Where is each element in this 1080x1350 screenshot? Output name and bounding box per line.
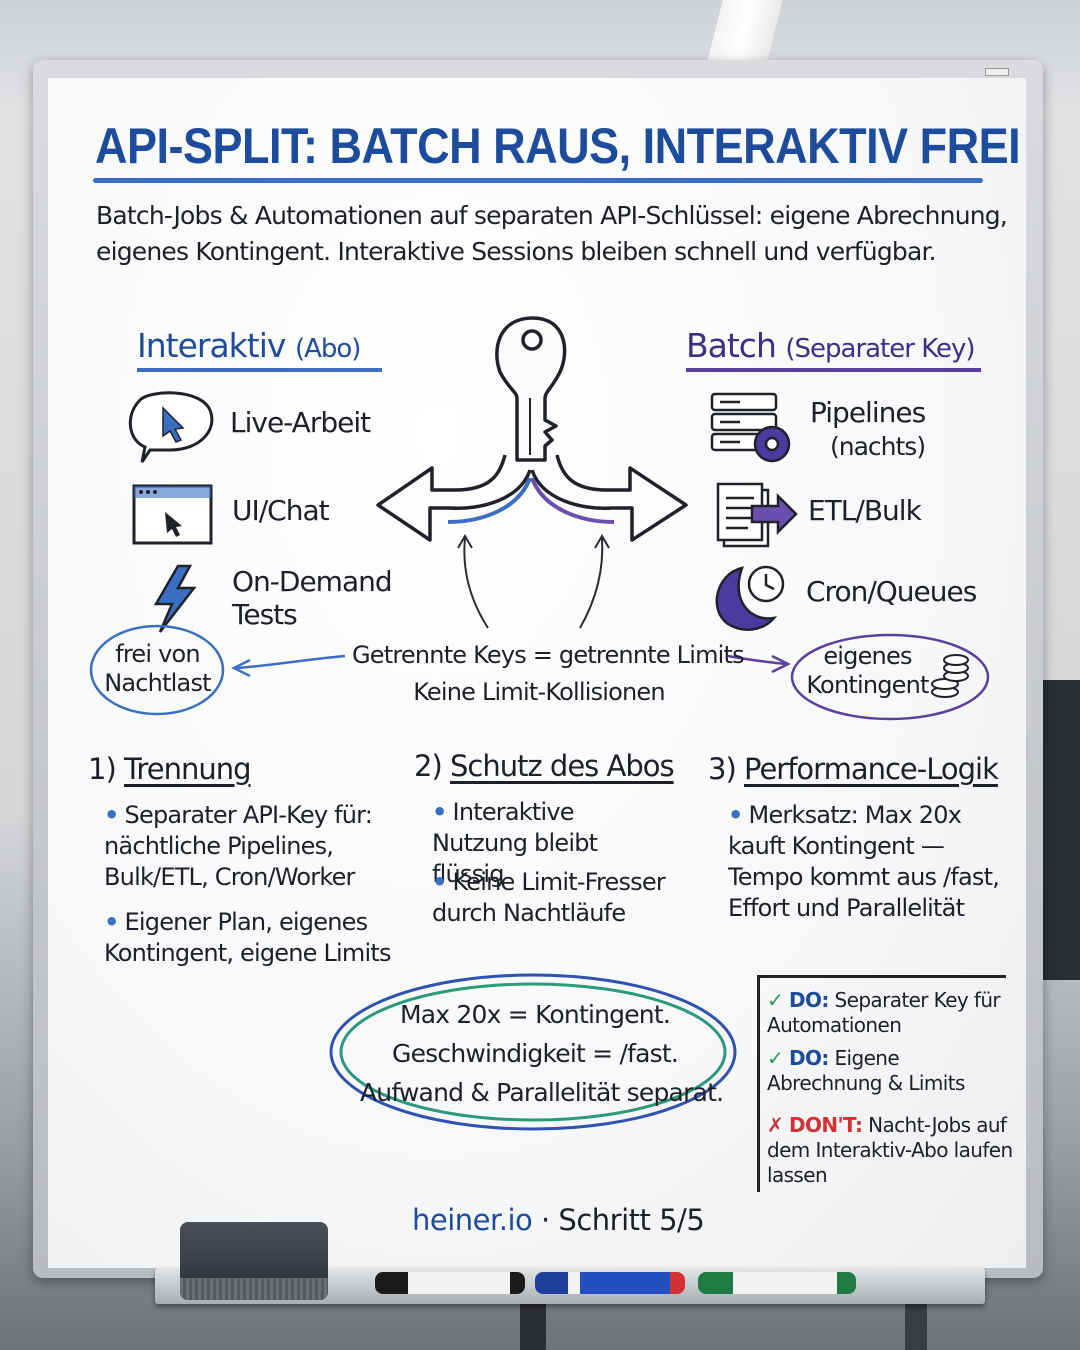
left-heading: Interaktiv (Abo) [137,326,361,365]
section-1-number: 1) [88,752,117,786]
section-3-bullet-1: •Merksatz: Max 20x kauft Kontingent — Te… [728,801,1000,922]
section-1-heading: 1) Trennung [88,752,251,786]
note-arrows [231,654,346,678]
do-item-1: ✓ DO: Separater Key für Automationen [767,988,1002,1038]
do-item-2: ✓ DO: Eigene Abrechnung & Limits [767,1046,1002,1096]
cross-icon: ✗ [767,1113,784,1137]
right-item-cron: Cron/Queues [806,575,977,608]
intro-text: Batch-Jobs & Automationen auf separaten … [96,201,1008,266]
dont-tag: DON'T: [788,1113,863,1137]
black-marker[interactable] [375,1272,525,1294]
right-heading-label: Batch [686,326,777,365]
footer-brand: heiner.io [412,1203,533,1237]
coins-icon [931,654,969,698]
key-icon [495,316,567,462]
whiteboard-stand [520,1300,546,1350]
right-item-pipelines: Pipelines (nachts) [810,396,926,463]
section-3-number: 3) [708,752,737,786]
right-heading-underline [686,368,981,372]
page-title: API-SPLIT: BATCH RAUS, INTERAKTIV FREI [95,117,1021,175]
left-item-live: Live-Arbeit [230,406,371,439]
blue-marker[interactable] [535,1272,685,1294]
summary-oval-text: Max 20x = Kontingent. Geschwindigkeit = … [360,995,724,1112]
left-heading-paren: (Abo) [294,334,361,364]
section-1-bullet-2: •Eigener Plan, eigenes Kontingent, eigen… [104,908,391,967]
left-note-line2: Nachtlast [104,669,211,697]
section-2-bullet-2-text: Keine Limit-Fresser durch Nachtläufe [432,868,666,927]
section-2-bullet-1-text: Interaktive Nutzung bleibt flüssig [432,798,598,888]
left-item-tests-line1: On-Demand [232,565,393,598]
note-oval-right [790,633,990,721]
section-1-bullet-2-text: Eigener Plan, eigenes Kontingent, eigene… [104,908,391,967]
lightning-icon [153,564,197,633]
frame-badge [985,68,1009,76]
split-arrow-right-icon [530,454,688,542]
section-2-title: Schutz des Abos [449,749,675,783]
check-icon: ✓ [767,1046,784,1070]
do-text-1: Separater Key für Automationen [767,988,1001,1037]
do-dont-box [757,975,1006,1192]
note-oval-left [89,624,225,716]
summary-oval-inner [339,982,727,1122]
section-2-number: 2) [414,749,443,783]
left-item-tests-line2: Tests [232,598,298,631]
split-arrow-left-icon [376,454,532,542]
right-item-pipelines-line2: (nachts) [830,432,926,461]
moon-clock-icon [715,565,785,631]
section-2-bullet-2: •Keine Limit-Fresser durch Nachtläufe [432,868,666,927]
section-3-bullet-1-text: Merksatz: Max 20x kauft Kontingent — Tem… [728,801,1000,922]
footer-step: · Schritt 5/5 [532,1203,705,1237]
left-item-tests: On-Demand Tests [232,565,393,631]
left-heading-underline [137,368,382,372]
summary-line-3: Aufwand & Parallelität separat. [360,1078,724,1107]
up-arrows [457,534,610,629]
right-item-pipelines-line1: Pipelines [810,396,926,429]
center-note: Getrennte Keys = getrennte Limits Keine … [352,637,745,711]
chat-cursor-icon [128,391,214,463]
section-2-heading: 2) Schutz des Abos [414,749,675,783]
office-background [1040,680,1080,980]
server-gear-icon [710,392,791,463]
section-3-heading: 3) Performance-Logik [708,752,999,786]
dont-text: Nacht-Jobs auf dem Interaktiv-Abo laufen… [767,1113,1013,1187]
section-2-bullet-1: •Interaktive Nutzung bleibt flüssig [432,798,598,888]
do-tag-2: DO: [788,1046,829,1070]
right-note-line1: eigenes [823,642,912,670]
right-heading: Batch (Separater Key) [686,326,976,365]
section-1-bullet-1: •Separater API-Key für: nächtliche Pipel… [104,801,373,891]
green-marker[interactable] [698,1272,856,1294]
check-icon: ✓ [767,988,784,1012]
left-note-line1: frei von [115,640,200,668]
right-heading-paren: (Separater Key) [785,334,975,364]
section-1-title: Trennung [123,752,252,786]
section-1-bullet-1-text: Separater API-Key für: nächtliche Pipeli… [104,801,373,891]
do-tag-1: DO: [788,988,829,1012]
browser-window-icon [132,484,213,545]
summary-line-2: Geschwindigkeit = /fast. [392,1039,679,1068]
left-note: frei von Nachtlast [95,640,220,698]
whiteboard [48,78,1026,1268]
section-3-title: Performance-Logik [743,752,999,786]
summary-line-1: Max 20x = Kontingent. [399,1000,671,1029]
left-heading-label: Interaktiv [137,326,286,365]
right-note: eigenes Kontingent [805,642,930,700]
chair-leg [905,1300,927,1350]
title-underline [93,178,983,183]
footer: heiner.io · Schritt 5/5 [412,1203,705,1237]
summary-oval-outer [329,973,737,1131]
right-note-line2: Kontingent [806,671,929,699]
center-note-line1: Getrennte Keys = getrennte Limits [352,641,745,669]
documents-arrow-icon [716,482,798,548]
right-item-etl: ETL/Bulk [808,494,922,527]
dont-item-1: ✗ DON'T: Nacht-Jobs auf dem Interaktiv-A… [767,1113,1017,1188]
eraser[interactable] [180,1222,328,1300]
do-text-2: Eigene Abrechnung & Limits [767,1046,965,1095]
center-note-line2: Keine Limit-Kollisionen [413,678,665,706]
left-item-ui-chat: UI/Chat [232,494,330,527]
